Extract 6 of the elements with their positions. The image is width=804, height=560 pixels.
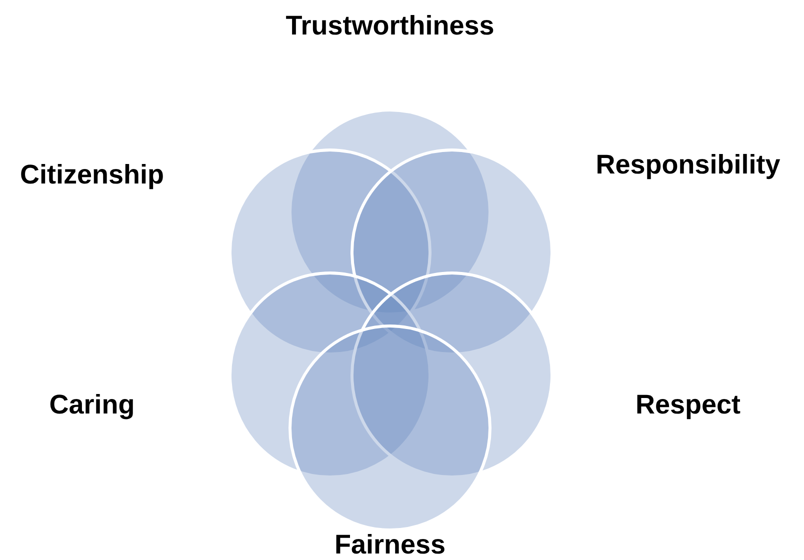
value-label: Caring: [49, 390, 135, 420]
value-label: Respect: [635, 390, 741, 420]
value-label: Citizenship: [20, 160, 164, 190]
value-label: Responsibility: [596, 150, 780, 180]
value-label: Trustworthiness: [286, 10, 494, 42]
value-label: Fairness: [334, 530, 446, 560]
